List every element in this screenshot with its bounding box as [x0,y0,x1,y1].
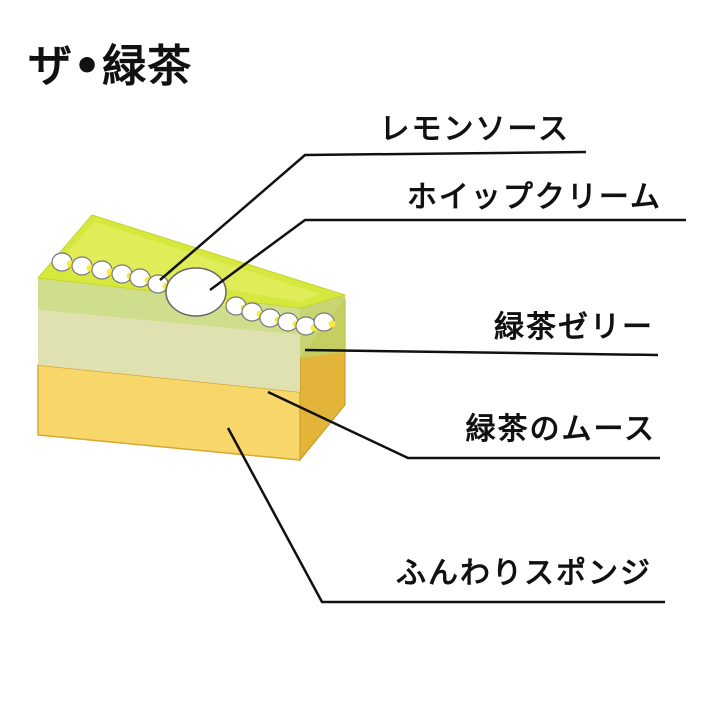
leader-line-jelly [304,348,659,357]
whipped-cream-dollop [165,267,227,317]
cream-layer [51,252,336,336]
page-title: ザ•緑茶 [28,41,193,92]
label-sponge: ふんわりスポンジ [396,556,652,591]
leader-line-whipped-cream [209,218,686,292]
cake-top-highlight [60,222,320,302]
label-lemon-sauce: レモンソース [379,112,570,147]
label-green-tea-mousse: 緑茶のムース [465,412,656,447]
leader-line-sponge [226,427,665,604]
leader-line-lemon-sauce [159,150,587,281]
cake-front-jelly [38,278,300,335]
leader-line-mousse [267,390,660,460]
cake-front-mousse [38,310,300,392]
lemon-drop [328,320,336,328]
label-green-tea-jelly: 緑茶ゼリー [494,310,654,345]
label-whipped-cream: ホイップクリーム [406,180,662,215]
